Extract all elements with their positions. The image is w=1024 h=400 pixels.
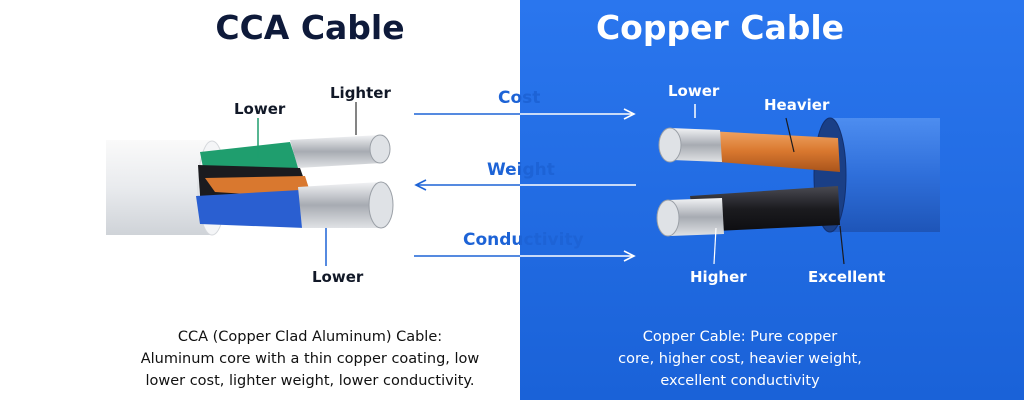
weight-arrow <box>414 179 636 191</box>
cca-conductor-top <box>290 135 382 168</box>
cca-conductor-top-end <box>369 134 391 164</box>
cca-conductor-bottom <box>298 182 382 228</box>
copper-cable <box>656 104 940 265</box>
cca-label-lower-top: Lower <box>234 100 286 118</box>
cca-jacket <box>106 140 221 235</box>
copper-label-heavier: Heavier <box>764 96 830 114</box>
cca-cable <box>106 102 394 266</box>
cca-label-lower-bottom: Lower <box>312 268 364 286</box>
copper-title: Copper Cable <box>595 8 845 47</box>
copper-label-higher: Higher <box>690 268 747 286</box>
weight-label: Weight <box>487 160 555 180</box>
copper-description-line: Copper Cable: Pure copper <box>642 329 838 345</box>
higher-pointer <box>713 227 717 265</box>
cca-conductor-bottom-end <box>368 181 394 229</box>
copper-description-line: excellent conductivity <box>660 373 820 389</box>
heavier-pointer <box>785 117 795 153</box>
copper-label-lower: Lower <box>668 82 720 100</box>
cost-label: Cost <box>498 88 541 108</box>
copper-conductor-bottom <box>668 198 724 236</box>
cost-arrow <box>414 108 636 120</box>
copper-conductor-top-end <box>658 127 682 163</box>
cca-description-line: lower cost, lighter weight, lower conduc… <box>145 373 475 389</box>
copper-description: Copper Cable: Pure copper core, higher c… <box>560 326 920 392</box>
copper-jacket <box>821 118 940 232</box>
conductivity-label: Conductivity <box>463 230 584 250</box>
cca-description: CCA (Copper Clad Aluminum) Cable: Alumin… <box>110 326 510 392</box>
cca-title: CCA Cable <box>215 8 405 47</box>
copper-conductor-top <box>670 128 722 162</box>
copper-label-excellent: Excellent <box>808 268 886 286</box>
excellent-pointer <box>839 225 845 265</box>
copper-insulation-black <box>690 186 840 232</box>
blue-wire <box>196 190 305 228</box>
cca-description-line: Aluminum core with a thin copper coating… <box>140 351 480 367</box>
copper-insulation-orange <box>690 130 840 172</box>
conductivity-arrow <box>414 250 636 262</box>
cca-label-lighter: Lighter <box>330 84 391 102</box>
copper-conductor-bottom-end <box>656 199 680 237</box>
copper-description-line: core, higher cost, heavier weight, <box>618 351 862 367</box>
cca-description-line: CCA (Copper Clad Aluminum) Cable: <box>177 329 443 345</box>
